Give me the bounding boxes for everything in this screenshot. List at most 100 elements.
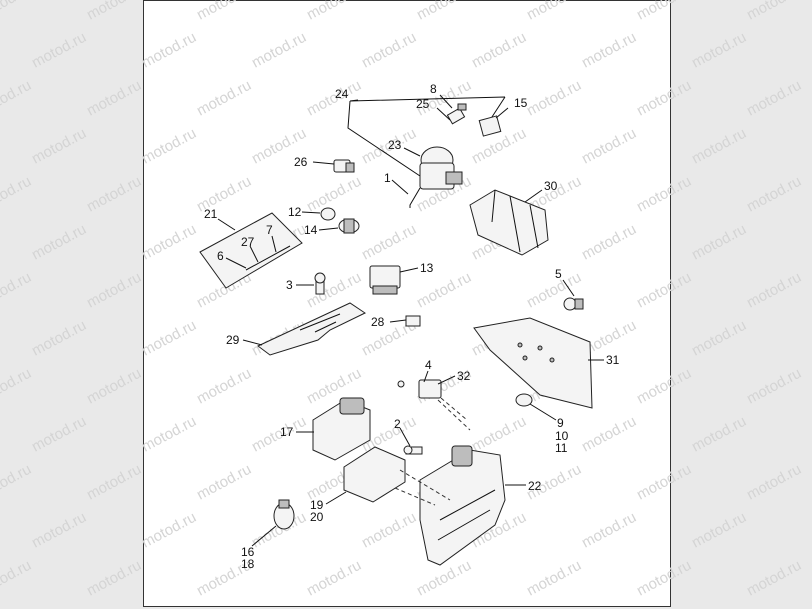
leader-8 — [439, 94, 453, 109]
watermark-text: motod.ru — [29, 413, 89, 456]
callout-7: 7 — [266, 223, 273, 237]
watermark-text: motod.ru — [359, 29, 419, 72]
leader-7 — [271, 235, 277, 253]
watermark-text: motod.ru — [84, 557, 144, 600]
callout-19: 19 — [310, 498, 324, 512]
callout-2: 2 — [394, 417, 401, 431]
horn-assembly-part-23 — [409, 146, 463, 208]
leader-26 — [312, 161, 335, 165]
watermark-text: motod.ru — [194, 365, 254, 408]
leader-12 — [301, 211, 321, 214]
watermark-text: motod.ru — [414, 269, 474, 312]
watermark-text: motod.ru — [359, 509, 419, 552]
watermark-text: motod.ru — [689, 317, 749, 360]
watermark-text: motod.ru — [469, 29, 529, 72]
watermark-text: motod.ru — [304, 269, 364, 312]
watermark-text: motod.ru — [634, 461, 694, 504]
callout-15: 15 — [514, 96, 528, 110]
watermark-text: motod.ru — [304, 0, 364, 24]
watermark-text: motod.ru — [0, 0, 34, 24]
callout-23: 23 — [388, 138, 402, 152]
relay-part-13 — [369, 265, 401, 295]
watermark-layer: motod.ru motod.ru motod.ru motod.ru motod.ru… — [0, 0, 804, 600]
leader-19 — [325, 491, 347, 505]
leader-16 — [251, 525, 277, 547]
watermark-text: motod.ru — [469, 413, 529, 456]
leader-28 — [389, 319, 407, 323]
watermark-text: motod.ru — [634, 0, 694, 24]
leader-6 — [225, 257, 247, 269]
watermark-text: motod.ru — [524, 0, 584, 24]
watermark-text: motod.ru — [744, 173, 804, 216]
watermark-text: motod.ru — [744, 461, 804, 504]
leader-21 — [217, 218, 236, 231]
watermark-text: motod.ru — [579, 221, 639, 264]
watermark-text: motod.ru — [84, 365, 144, 408]
watermark-text: motod.ru — [139, 29, 199, 72]
callout-24: 24 — [335, 87, 349, 101]
mounting-panel-part-31 — [473, 317, 593, 409]
watermark-text: motod.ru — [139, 125, 199, 168]
watermark-text: motod.ru — [0, 365, 34, 408]
leader-2 — [399, 427, 411, 447]
callout-13: 13 — [420, 261, 434, 275]
callout-5: 5 — [555, 267, 562, 281]
decal-sheet-part-21 — [199, 212, 303, 289]
watermark-text: motod.ru — [139, 221, 199, 264]
watermark-text: motod.ru — [84, 77, 144, 120]
callout-25: 25 — [416, 97, 430, 111]
bolt-part-5 — [563, 297, 584, 311]
callout-21: 21 — [204, 207, 218, 221]
callout-11: 11 — [555, 441, 568, 455]
callout-22: 22 — [528, 479, 542, 493]
watermark-text: motod.ru — [634, 173, 694, 216]
leader-25 — [436, 107, 451, 121]
callout-14: 14 — [304, 223, 318, 237]
watermark-text: motod.ru — [579, 29, 639, 72]
watermark-text: motod.ru — [689, 221, 749, 264]
watermark-text: motod.ru — [634, 269, 694, 312]
watermark-text: motod.ru — [744, 77, 804, 120]
callout-6: 6 — [217, 249, 224, 263]
watermark-text: motod.ru — [0, 77, 34, 120]
watermark-text: motod.ru — [249, 29, 309, 72]
callout-4: 4 — [425, 358, 432, 372]
watermark-text: motod.ru — [139, 509, 199, 552]
watermark-text: motod.ru — [414, 557, 474, 600]
watermark-text: motod.ru — [579, 509, 639, 552]
switch-part-26 — [333, 159, 355, 173]
watermark-text: motod.ru — [744, 269, 804, 312]
screw-part-3 — [314, 272, 326, 295]
watermark-text: motod.ru — [0, 173, 34, 216]
leader-23 — [403, 147, 421, 157]
o-ring-part-12 — [320, 207, 336, 221]
watermark-text: motod.ru — [194, 461, 254, 504]
pad-part-15 — [478, 115, 502, 137]
dashed-guide-32 — [437, 397, 471, 431]
bulb-part-16-18 — [273, 499, 295, 530]
callout-26: 26 — [294, 155, 308, 169]
callout-12: 12 — [288, 205, 302, 219]
watermark-text: motod.ru — [414, 0, 474, 24]
callout-8: 8 — [430, 82, 437, 96]
callout-9: 9 — [557, 416, 564, 430]
relay-part-32 — [418, 379, 442, 399]
watermark-text: motod.ru — [579, 413, 639, 456]
callout-31: 31 — [606, 353, 620, 367]
callout-29: 29 — [226, 333, 240, 347]
leader-4 — [423, 370, 429, 383]
callout-20: 20 — [310, 510, 324, 524]
watermark-text: motod.ru — [0, 557, 34, 600]
watermark-text: motod.ru — [524, 557, 584, 600]
watermark-text: motod.ru — [29, 125, 89, 168]
leader-14 — [318, 227, 339, 231]
watermark-text: motod.ru — [634, 557, 694, 600]
watermark-text: motod.ru — [689, 125, 749, 168]
sensor-part-14 — [338, 218, 360, 234]
watermark-text: motod.ru — [29, 29, 89, 72]
connector-part-8-25 — [446, 103, 467, 125]
leader-32 — [437, 375, 456, 385]
leader-15 — [495, 107, 509, 119]
callout-28: 28 — [371, 315, 385, 329]
leader-13 — [399, 267, 419, 273]
